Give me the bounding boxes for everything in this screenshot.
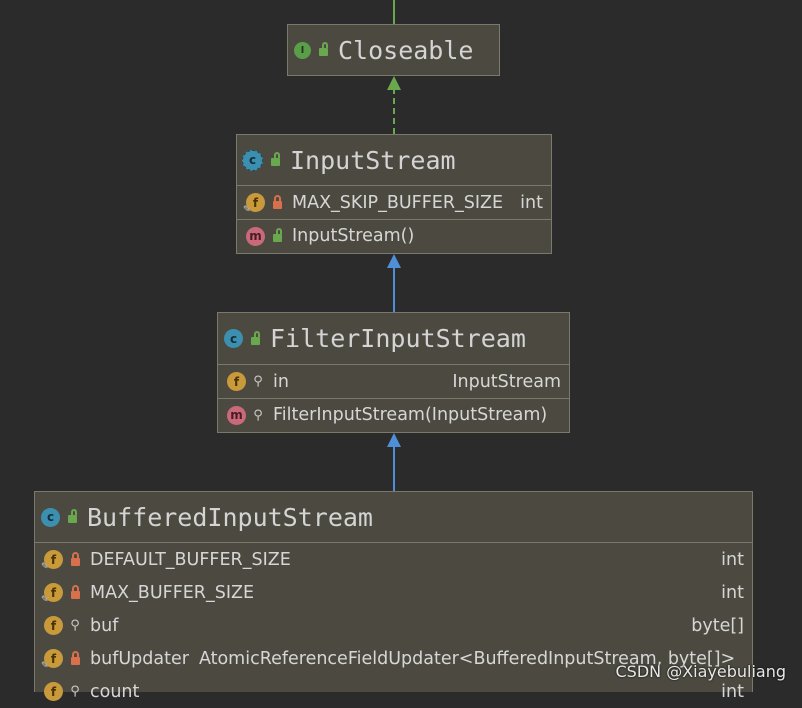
- field-name: bufUpdater: [90, 648, 189, 669]
- method-row-filterinputstream-constructor[interactable]: m ⚲ FilterInputStream(InputStream): [218, 398, 569, 431]
- interface-icon: I: [294, 41, 311, 59]
- private-lock-icon: [68, 551, 82, 566]
- field-type: AtomicReferenceFieldUpdater<BufferedInpu…: [198, 648, 736, 669]
- field-row-in[interactable]: f ⚲ in InputStream: [218, 365, 569, 398]
- field-icon: f: [44, 616, 63, 635]
- method-name: FilterInputStream(InputStream): [273, 405, 548, 425]
- field-name: in: [273, 371, 289, 392]
- arrowhead-implements: [387, 76, 401, 90]
- arrowhead-extends-inputstream: [387, 254, 401, 268]
- private-lock-icon: [68, 650, 82, 665]
- closeable-node[interactable]: I Closeable: [287, 24, 500, 76]
- node-title-closeable: Closeable: [338, 35, 474, 65]
- method-name: InputStream(): [292, 226, 415, 246]
- field-name: DEFAULT_BUFFER_SIZE: [90, 549, 291, 570]
- protected-key-icon: ⚲: [253, 374, 263, 389]
- field-type: int: [721, 582, 744, 603]
- field-type: int: [721, 549, 744, 570]
- class-icon: c: [41, 507, 60, 527]
- field-icon: f: [227, 372, 246, 391]
- inheritance-edges: [387, 0, 401, 491]
- private-lock-icon: [270, 194, 284, 209]
- field-name: MAX_BUFFER_SIZE: [90, 582, 255, 603]
- node-title-inputstream: InputStream: [290, 145, 456, 175]
- arrowhead-extends-filterinputstream: [387, 433, 401, 447]
- field-row-buf[interactable]: f ⚲ buf byte[]: [35, 609, 752, 642]
- class-icon: c: [224, 329, 243, 348]
- public-lock-icon: [316, 42, 330, 56]
- static-field-icon: f✎: [41, 649, 63, 671]
- private-lock-icon: [68, 584, 82, 599]
- public-lock-icon: [65, 509, 79, 523]
- node-title-bufferedinputstream: BufferedInputStream: [87, 502, 373, 532]
- public-lock-icon: [248, 330, 262, 345]
- field-name: buf: [90, 615, 119, 636]
- public-lock-icon: [268, 152, 282, 166]
- filterinputstream-node[interactable]: c FilterInputStream f ⚲ in InputStream m…: [217, 312, 570, 433]
- node-title-filterinputstream: FilterInputStream: [270, 324, 526, 353]
- field-row-default-buffer-size[interactable]: f✎ DEFAULT_BUFFER_SIZE int: [35, 543, 752, 576]
- field-name: MAX_SKIP_BUFFER_SIZE: [292, 192, 504, 213]
- protected-key-icon: ⚲: [253, 407, 263, 423]
- protected-key-icon: ⚲: [70, 618, 80, 633]
- bufferedinputstream-node[interactable]: c BufferedInputStream f✎ DEFAULT_BUFFER_…: [34, 491, 753, 702]
- public-lock-icon: [270, 228, 284, 242]
- inputstream-node[interactable]: c InputStream f✎ MAX_SKIP_BUFFER_SIZE in…: [236, 134, 552, 254]
- static-field-icon: f✎: [41, 583, 63, 605]
- method-row-inputstream-constructor[interactable]: m InputStream(): [237, 219, 551, 252]
- static-field-icon: f✎: [41, 550, 63, 572]
- method-icon: m: [246, 226, 265, 246]
- field-type: InputStream: [452, 371, 561, 392]
- static-field-icon: f✎: [243, 193, 265, 215]
- abstract-class-icon: c: [242, 149, 263, 171]
- field-type: byte[]: [691, 615, 744, 636]
- field-row-bufupdater[interactable]: f✎ bufUpdater AtomicReferenceFieldUpdate…: [35, 642, 752, 675]
- field-row-max-skip-buffer-size[interactable]: f✎ MAX_SKIP_BUFFER_SIZE int: [237, 186, 551, 219]
- field-type: int: [520, 192, 543, 213]
- method-icon: m: [227, 405, 246, 425]
- field-row-max-buffer-size[interactable]: f✎ MAX_BUFFER_SIZE int: [35, 576, 752, 609]
- watermark: CSDN @Xiayebuliang: [615, 662, 786, 681]
